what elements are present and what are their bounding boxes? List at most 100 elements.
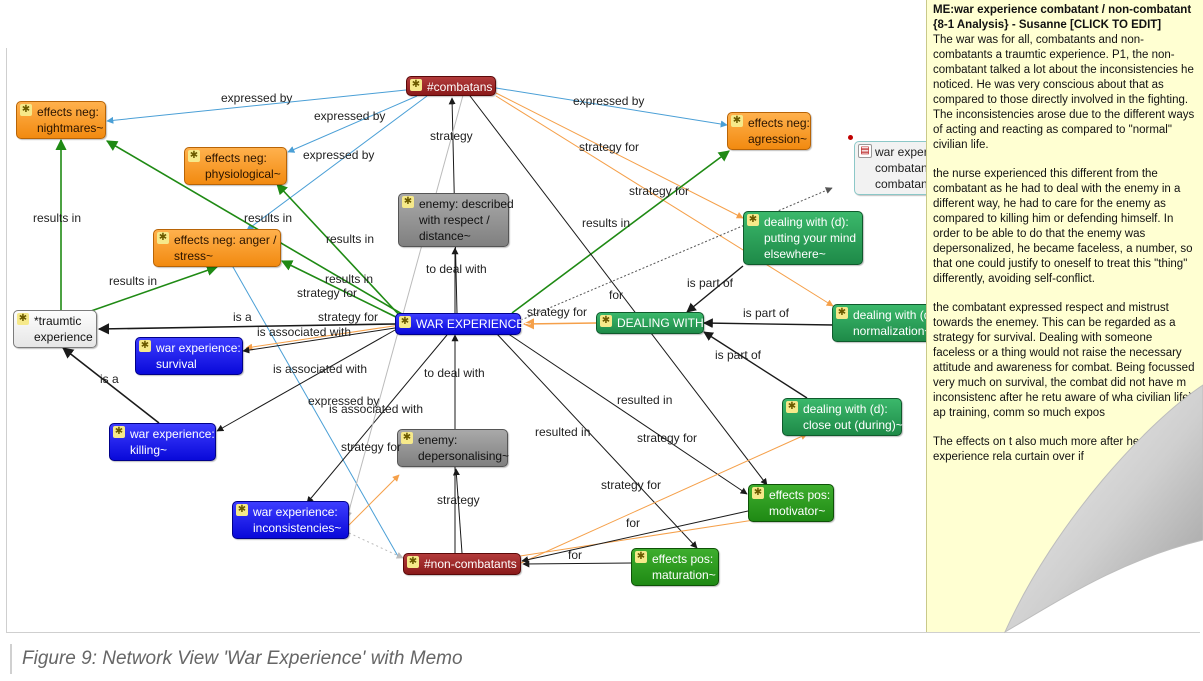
edge-line[interactable] (506, 332, 748, 495)
node-combatans[interactable]: ✱ #combatans (406, 76, 496, 96)
code-icon: ✱ (399, 316, 411, 328)
node-label: effects pos: maturation~ (652, 552, 716, 582)
edge-label: is a (100, 372, 119, 386)
node-label: war experience: survival (156, 341, 241, 371)
node-effects-pos-maturation[interactable]: ✱ effects pos: maturation~ (631, 548, 719, 586)
memo-paragraph: The war was for all, combatants and non-… (933, 34, 1195, 151)
node-label: enemy: described with respect / distance… (419, 197, 514, 243)
edge-label: results in (109, 274, 158, 288)
node-enemy-depersonalising[interactable]: ✱enemy: depersonalising~ (397, 429, 510, 467)
edge-line[interactable] (287, 95, 418, 153)
node-effects-neg-agression[interactable]: ✱effects neg: agression~ (727, 112, 811, 150)
memo-paragraph: The effects on t also much more after he… (933, 436, 1179, 463)
node-effects-neg-physiological[interactable]: ✱effects neg: physiological~ (184, 147, 287, 185)
edge-line[interactable] (522, 318, 597, 330)
edge-line[interactable] (348, 474, 400, 526)
edge-line[interactable] (62, 347, 160, 424)
memo-title[interactable]: ME:war experience combatant / non-combat… (933, 4, 1192, 31)
edge-line[interactable] (686, 265, 744, 313)
edge-line[interactable] (246, 95, 428, 231)
edge-label: is a (233, 310, 252, 324)
code-icon: ✱ (410, 79, 422, 91)
edge-label: results in (325, 272, 374, 286)
edge-line[interactable] (90, 265, 219, 312)
edge-line[interactable] (466, 91, 768, 486)
edge-line[interactable] (97, 323, 396, 335)
edge-label: results in (326, 232, 375, 246)
edge-line[interactable] (106, 140, 403, 315)
node-label: #non-combatants (424, 557, 517, 571)
edge-line[interactable] (245, 324, 401, 351)
node-traumtic-experience[interactable]: ✱ *traumtic experience (13, 310, 97, 348)
edge-label: strategy for (297, 286, 358, 300)
node-label: war experience: killing~ (130, 427, 215, 457)
code-icon: ✱ (17, 313, 29, 325)
code-icon: ✱ (600, 315, 612, 327)
node-effects-neg-anger-stress[interactable]: ✱effects neg: anger / stress~ (153, 229, 281, 267)
node-dealing-with-normalization[interactable]: ✱ dealing with (d) normalization~ (832, 304, 934, 342)
edge-label: strategy (437, 493, 480, 507)
edge-line[interactable] (703, 331, 808, 399)
memo-link-marker (848, 135, 853, 140)
node-non-combatants[interactable]: ✱ #non-combatants (403, 553, 521, 575)
node-war-experience[interactable]: ✱WAR EXPERIENCE~ (395, 313, 531, 335)
code-icon: ✱ (407, 556, 419, 568)
memo-panel[interactable]: ME:war experience combatant / non-combat… (926, 0, 1203, 632)
edge-label: expressed by (314, 109, 386, 123)
edge-line[interactable] (703, 318, 835, 329)
edge-line[interactable] (520, 187, 833, 321)
edge-line[interactable] (276, 183, 403, 319)
node-label: effects neg: nightmares~ (37, 105, 104, 135)
code-icon: ✱ (236, 504, 248, 516)
edge-label: results in (582, 216, 631, 230)
edge-line[interactable] (216, 329, 396, 432)
edge-line[interactable] (306, 334, 448, 504)
edge-line[interactable] (280, 260, 403, 321)
edge-line[interactable] (522, 560, 633, 568)
node-effects-neg-nightmares[interactable]: ✱ effects neg: nightmares~ (16, 101, 106, 139)
edge-line[interactable] (495, 92, 744, 219)
node-label: dealing with (d): close out (during)~ (803, 402, 903, 432)
edge-line[interactable] (511, 150, 730, 314)
node-label: war experience: inconsistencies~ (253, 505, 342, 535)
edge-line[interactable] (506, 515, 768, 559)
edge-label: strategy for (601, 478, 662, 492)
node-war-experience-survival[interactable]: ✱war experience: survival (135, 337, 243, 375)
node-war-experience-killing[interactable]: ✱ war experience: killing~ (109, 423, 216, 461)
code-icon: ✱ (635, 551, 647, 563)
node-label: *traumtic experience (34, 314, 93, 344)
edge-label: is part of (715, 348, 762, 362)
edge-label: results in (244, 211, 293, 225)
code-icon: ✱ (836, 307, 848, 319)
edge-line[interactable] (495, 95, 834, 307)
figure-caption: Figure 9: Network View 'War Experience' … (10, 644, 463, 674)
edge-line[interactable] (520, 433, 808, 564)
edge-label: for (626, 516, 641, 530)
node-label: enemy: depersonalising~ (418, 433, 510, 463)
edge-line[interactable] (228, 259, 400, 559)
node-dealing-with[interactable]: ✱DEALING WITH (596, 312, 704, 334)
node-label: #combatans (427, 80, 493, 94)
edge-line[interactable] (521, 510, 749, 564)
node-dealing-with-close-out[interactable]: ✱dealing with (d): close out (during)~ (782, 398, 903, 436)
edge-label: strategy for (629, 184, 690, 198)
node-effects-pos-motivator[interactable]: ✱effects pos: motivator~ (748, 484, 834, 522)
edge-line[interactable] (242, 327, 396, 354)
node-enemy-described-with-respect[interactable]: ✱enemy: described with respect / distanc… (398, 193, 514, 247)
edge-line[interactable] (348, 532, 404, 559)
node-label: dealing with (d) normalization~ (853, 308, 934, 338)
node-war-experience-inconsistencies[interactable]: ✱ war experience: inconsistencies~ (232, 501, 349, 539)
edge-line[interactable] (452, 468, 463, 554)
edge-line[interactable] (345, 87, 466, 519)
edge-line[interactable] (496, 333, 698, 549)
code-icon: ✱ (20, 104, 32, 116)
node-label: effects neg: physiological~ (205, 151, 281, 181)
edge-line[interactable] (106, 89, 407, 124)
node-label: effects pos: motivator~ (769, 488, 831, 518)
edge-line[interactable] (495, 87, 728, 128)
code-icon: ✱ (113, 426, 125, 438)
node-label: effects neg: anger / stress~ (174, 233, 277, 263)
node-dealing-with-putting-your-mind-elsewhere[interactable]: ✱dealing with (d): putting your mind els… (743, 211, 863, 265)
node-memo-war-experience[interactable]: ▤war experie combatant combatant (854, 141, 939, 195)
edge-label: is associated with (329, 402, 424, 416)
